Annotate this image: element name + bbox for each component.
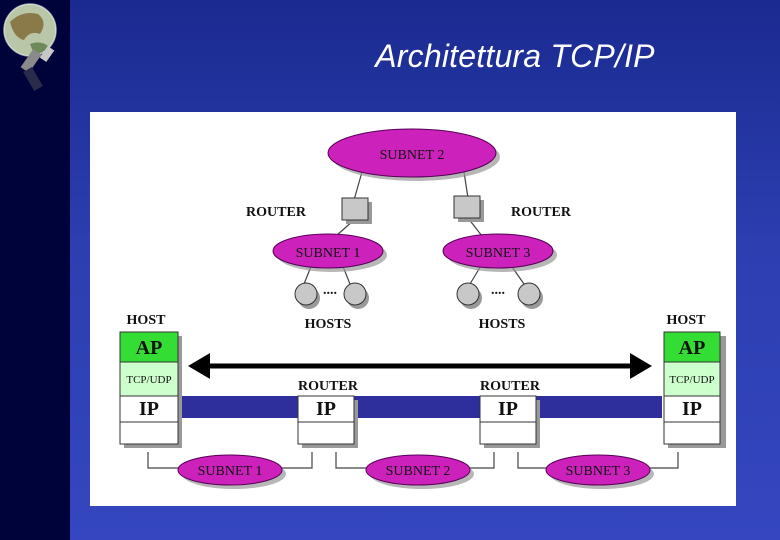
tcpudp-left-layer [119, 361, 179, 397]
subnet-3-label: SUBNET 3 [466, 246, 531, 261]
router-left-ip-layer [297, 395, 355, 423]
hosts-left-dots: .... [323, 283, 337, 298]
ap-left-layer [119, 331, 179, 363]
bottom-subnet-3-label: SUBNET 3 [566, 464, 631, 479]
router-stack-right-label: ROUTER [480, 379, 541, 394]
ap-right-layer [663, 331, 721, 363]
subnet-1-label: SUBNET 1 [296, 246, 361, 261]
hosts-right-label: HOSTS [479, 317, 526, 332]
router-left-label: ROUTER [246, 205, 307, 220]
bottom-subnet-2-node [365, 454, 471, 486]
subnet-3-node [442, 233, 554, 269]
router-stack-left-label: ROUTER [298, 379, 359, 394]
bottom-subnet-1-node [177, 454, 283, 486]
bottom-subnet-1-label: SUBNET 1 [198, 464, 263, 479]
slide-title: Architettura TCP/IP [375, 38, 655, 74]
arrow-left-head [188, 353, 210, 379]
host-right-label: HOST [667, 313, 707, 328]
ap-left-label: AP [136, 337, 163, 359]
arrow-right-head [630, 353, 652, 379]
host-left-label: HOST [127, 313, 167, 328]
subnet-1-node [272, 233, 384, 269]
ip-left-layer [119, 395, 179, 423]
router-right-label: ROUTER [511, 205, 572, 220]
router-left-ip-label: IP [316, 398, 336, 420]
ip-left-label: IP [139, 398, 159, 420]
router-right-ip-label: IP [498, 398, 518, 420]
router-right-node [453, 195, 481, 219]
hosts-right-dots: .... [491, 283, 505, 298]
phy-right-layer [663, 421, 721, 445]
tcpudp-right-layer [663, 361, 721, 397]
host-node [294, 282, 318, 306]
globe-satellite-logo [3, 3, 57, 92]
bottom-subnet-3-node [545, 454, 651, 486]
tcpudp-right-label: TCP/UDP [669, 374, 714, 386]
ip-right-label: IP [682, 398, 702, 420]
router-left-node [341, 197, 369, 221]
ip-right-layer [663, 395, 721, 423]
host-node [517, 282, 541, 306]
tcpip-diagram: SUBNET 2 ROUTER ROUTER SUBNET 1 SUBNET 3… [119, 128, 726, 489]
host-node [343, 282, 367, 306]
tcpudp-left-label: TCP/UDP [126, 374, 171, 386]
phy-left-layer [119, 421, 179, 445]
subnet-2-label: SUBNET 2 [380, 148, 445, 163]
router-right-ip-layer [479, 395, 537, 423]
bottom-subnet-2-label: SUBNET 2 [386, 464, 451, 479]
diagram-panel: SUBNET 2 ROUTER ROUTER SUBNET 1 SUBNET 3… [90, 112, 736, 506]
ap-right-label: AP [679, 337, 706, 359]
network-band [178, 396, 662, 418]
router-right-phy-layer [479, 421, 537, 445]
router-left-phy-layer [297, 421, 355, 445]
hosts-left-label: HOSTS [305, 317, 352, 332]
subnet-2-node [327, 128, 497, 178]
host-node [456, 282, 480, 306]
